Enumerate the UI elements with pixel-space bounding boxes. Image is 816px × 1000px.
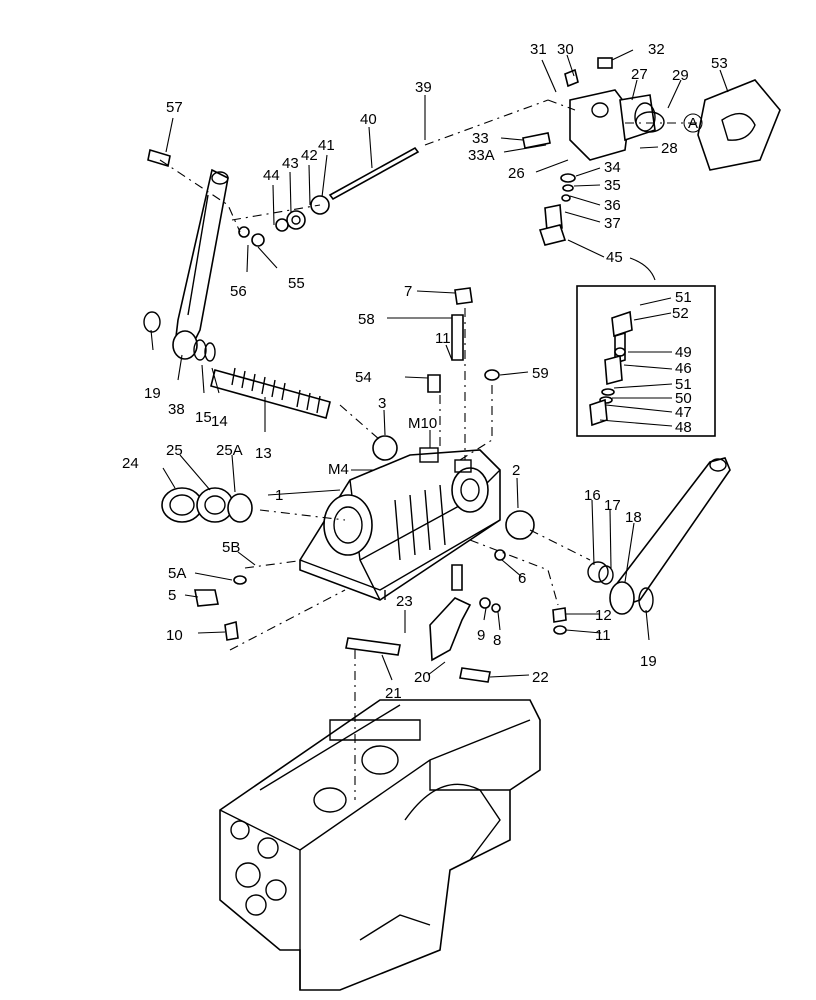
callout-20: 20: [414, 669, 431, 686]
callout-5: 5: [168, 587, 176, 604]
callout-55: 55: [288, 275, 305, 292]
callout-57: 57: [166, 99, 183, 116]
callout-44: 44: [263, 167, 280, 184]
callout-51-upper: 51: [675, 289, 692, 306]
callout-36: 36: [604, 197, 621, 214]
callout-6: 6: [518, 570, 526, 587]
callout-5B: 5B: [222, 539, 240, 556]
callout-25: 25: [166, 442, 183, 459]
callout-25A: 25A: [216, 442, 243, 459]
callout-10: 10: [166, 627, 183, 644]
callout-11-lower: 11: [595, 627, 611, 644]
callout-28: 28: [661, 140, 678, 157]
callout-labels: 1 2 3 5 5A 5B 6 7 8 9 10 11 11 12 13 14 …: [122, 41, 728, 702]
callout-A: A: [688, 115, 698, 132]
callout-59: 59: [532, 365, 549, 382]
callout-30: 30: [557, 41, 574, 58]
callout-37: 37: [604, 215, 621, 232]
callout-38: 38: [168, 401, 185, 418]
callout-42: 42: [301, 147, 318, 164]
leader-lines: [150, 49, 729, 681]
callout-35: 35: [604, 177, 621, 194]
cover-plate: [697, 79, 781, 171]
callout-29: 29: [672, 67, 689, 84]
callout-26: 26: [508, 165, 525, 182]
valve-block: [522, 57, 665, 246]
callout-31: 31: [530, 41, 547, 58]
callout-M4: M4: [328, 461, 349, 478]
callout-33A: 33A: [468, 147, 495, 164]
callout-48: 48: [675, 419, 692, 436]
callout-17: 17: [604, 497, 621, 514]
callout-41: 41: [318, 137, 335, 154]
callout-23: 23: [396, 593, 413, 610]
left-lift-arm: [143, 168, 229, 362]
callout-49: 49: [675, 344, 692, 361]
callout-39: 39: [415, 79, 432, 96]
center-lines: [159, 99, 700, 800]
callout-43: 43: [282, 155, 299, 172]
callout-19-right: 19: [640, 653, 657, 670]
callout-7: 7: [404, 283, 412, 300]
transmission-housing: [219, 699, 541, 991]
callout-56: 56: [230, 283, 247, 300]
callout-14: 14: [211, 413, 228, 430]
cross-shaft: [210, 367, 331, 419]
callout-27: 27: [631, 66, 648, 83]
callout-33: 33: [472, 130, 489, 147]
callout-51-lower: 51: [675, 376, 692, 393]
inset-box: [576, 285, 716, 437]
lift-housing: [299, 447, 501, 601]
callout-46: 46: [675, 360, 692, 377]
callout-34: 34: [604, 159, 621, 176]
callout-12: 12: [595, 607, 612, 624]
callout-1: 1: [275, 487, 283, 504]
callout-54: 54: [355, 369, 372, 386]
callout-M10: M10: [408, 415, 437, 432]
callout-52: 52: [672, 305, 689, 322]
callout-58: 58: [358, 311, 375, 328]
callout-40: 40: [360, 111, 377, 128]
callout-3: 3: [378, 395, 386, 412]
callout-9: 9: [477, 627, 485, 644]
small-parts: [147, 148, 567, 683]
right-lift-arm: [587, 457, 731, 615]
callout-15: 15: [195, 409, 212, 426]
callout-32: 32: [648, 41, 665, 58]
bushings: [161, 435, 535, 540]
callout-13: 13: [255, 445, 272, 462]
callout-16: 16: [584, 487, 601, 504]
callout-22: 22: [532, 669, 549, 686]
callout-19-left: 19: [144, 385, 161, 402]
callout-11-upper: 11: [435, 330, 451, 347]
callout-50: 50: [675, 390, 692, 407]
callout-24: 24: [122, 455, 139, 472]
callout-2: 2: [512, 462, 520, 479]
callout-47: 47: [675, 404, 692, 421]
callout-53: 53: [711, 55, 728, 72]
callout-21: 21: [385, 685, 402, 702]
callout-8: 8: [493, 632, 501, 649]
callout-5A: 5A: [168, 565, 186, 582]
control-shaft: [238, 146, 420, 247]
callout-45: 45: [606, 249, 623, 266]
callout-18: 18: [625, 509, 642, 526]
